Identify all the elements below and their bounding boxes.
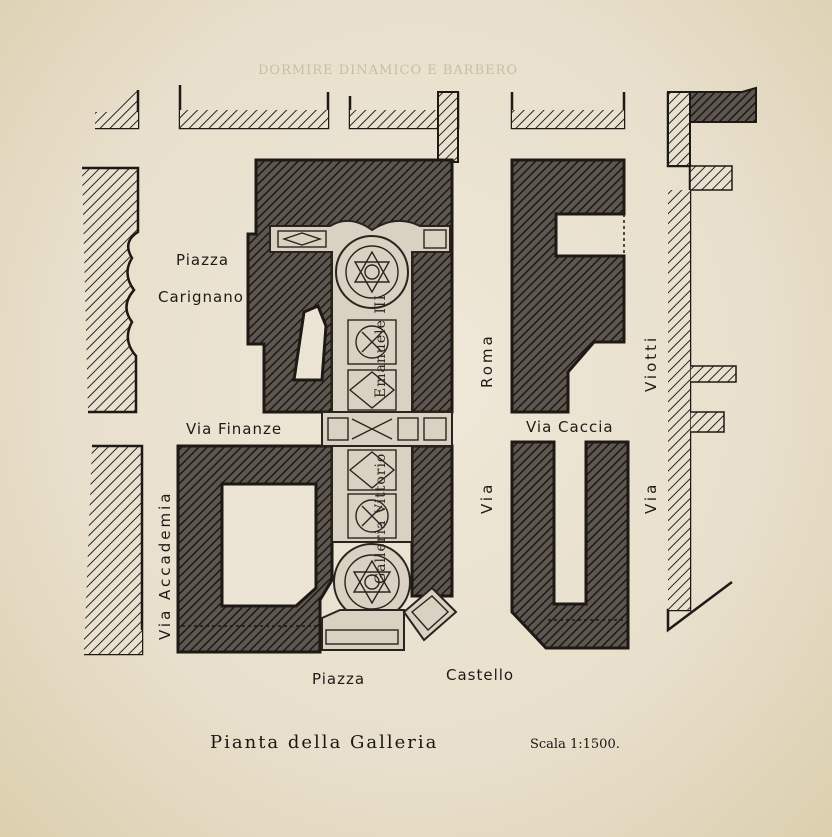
label-via-caccia: Via Caccia xyxy=(526,418,614,436)
label-piazza-castello-1: Piazza xyxy=(312,670,365,688)
label-piazza-castello-2: Castello xyxy=(446,666,514,684)
map-scale: Scala 1:1500. xyxy=(530,737,620,752)
gallery-plan: Galleria Vittorio Emanuele III xyxy=(269,219,458,651)
label-via-finanze: Via Finanze xyxy=(186,420,282,438)
gallery-name-south: Galleria Vittorio xyxy=(373,453,389,584)
label-piazza-carignano-2: Carignano xyxy=(158,288,244,306)
gallery-name-north: Emanuele III xyxy=(373,294,389,398)
block-north-east xyxy=(510,158,626,414)
label-via-accademia: Via Accademia xyxy=(156,491,174,640)
block-south-east xyxy=(510,440,630,650)
label-via-viotti-2: Viotti xyxy=(642,335,660,392)
top-edge-buildings xyxy=(95,85,626,163)
label-via-roma-1: Via xyxy=(478,482,496,514)
right-edge-buildings xyxy=(666,86,757,633)
left-edge-buildings xyxy=(82,166,144,656)
faint-header: DORMIRE DINAMICO E BARBERO xyxy=(258,63,518,78)
label-via-viotti-1: Via xyxy=(642,482,660,514)
label-via-roma-2: Roma xyxy=(478,333,496,388)
map-caption: Pianta della Galleria xyxy=(210,732,438,753)
label-piazza-carignano-1: Piazza xyxy=(176,251,229,269)
